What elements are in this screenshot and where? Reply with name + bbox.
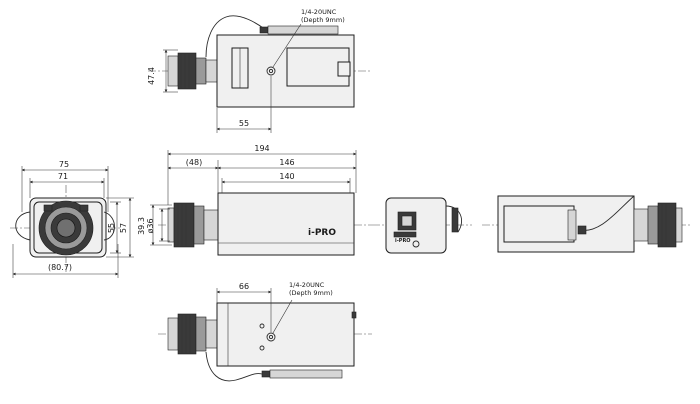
- dim-side-lens-height-a: 39.3: [137, 217, 146, 235]
- dim-front-width-total: (80.7): [48, 263, 72, 272]
- dim-side-inner: 140: [279, 172, 294, 181]
- dim-side-body: 146: [279, 158, 294, 167]
- side-view: [150, 150, 372, 256]
- top-view: [148, 15, 372, 133]
- dim-front-width-outer: 75: [59, 160, 69, 169]
- dim-top-height: 47.4: [147, 67, 156, 85]
- dim-front-height-inner: 55: [107, 223, 116, 233]
- thread-note-top-line2: (Depth 9mm): [301, 16, 345, 24]
- thread-note-bottom-line1: 1/4-20UNC: [289, 281, 325, 289]
- dim-front-height-outer: 57: [119, 223, 128, 233]
- ipro-logo: i-PRO: [308, 228, 336, 238]
- dim-front-width-inner: 71: [58, 172, 68, 181]
- dim-side-lens: (48): [186, 158, 202, 167]
- rear-ipro-label: i-PRO: [395, 238, 411, 244]
- bottom-view: [158, 288, 372, 382]
- rear-view: [372, 197, 472, 254]
- other-side-view: [482, 195, 690, 253]
- dim-bottom-offset: 66: [239, 282, 249, 291]
- thread-note-bottom-line2: (Depth 9mm): [289, 289, 333, 297]
- dim-top-offset: 55: [239, 119, 249, 128]
- dim-side-total: 194: [254, 144, 269, 153]
- front-view: [10, 166, 134, 278]
- dim-side-lens-height-b: ø36: [146, 218, 155, 233]
- thread-note-top-line1: 1/4-20UNC: [301, 8, 337, 16]
